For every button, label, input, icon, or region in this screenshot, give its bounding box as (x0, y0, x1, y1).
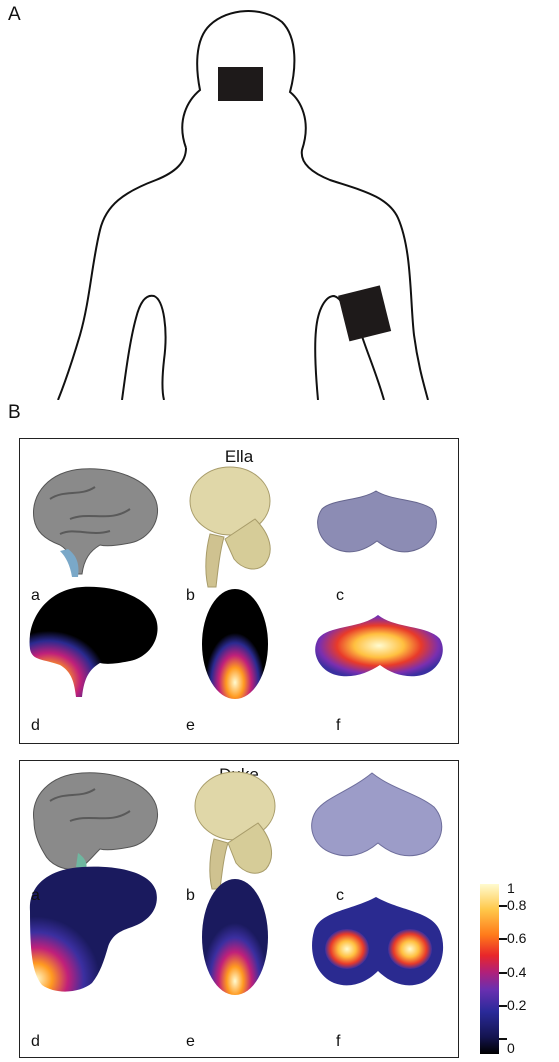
brain-render-icon (33, 773, 157, 870)
cerebellum-render-icon (318, 491, 437, 552)
sub-label-e: e (186, 1033, 195, 1051)
cerebellum-render-icon (312, 773, 442, 856)
sub-label-d: d (31, 717, 40, 735)
colorbar-tick (499, 905, 507, 907)
colorbar-label: 0 (507, 1040, 515, 1056)
sub-label-b: b (186, 587, 195, 605)
colorbar (480, 884, 499, 1054)
sub-label-a: a (31, 587, 40, 605)
colorbar-label: 1 (507, 880, 515, 896)
panel-label-b: B (8, 402, 21, 424)
colorbar-tick (499, 1005, 507, 1007)
sub-label-e: e (186, 717, 195, 735)
brain-heatmap (30, 587, 158, 697)
colorbar-label: 0.6 (507, 930, 526, 946)
subject-box-ella: Ella (19, 438, 459, 744)
sub-label-d: d (31, 1033, 40, 1051)
colorbar-label: 0.8 (507, 897, 526, 913)
brain-render-icon (33, 469, 157, 577)
skull-render-icon (190, 467, 270, 587)
sub-label-f: f (336, 1033, 340, 1051)
body-outline-figure (0, 0, 559, 400)
colorbar-label: 0.2 (507, 997, 526, 1013)
arm-electrode (338, 285, 391, 341)
top-view-heatmap (202, 879, 268, 995)
colorbar-tick (499, 938, 507, 940)
sub-label-c: c (336, 887, 344, 905)
sub-label-c: c (336, 587, 344, 605)
colorbar-tick (499, 1038, 507, 1040)
neck-electrode (218, 67, 263, 101)
duke-images (20, 761, 457, 1056)
colorbar-tick (499, 972, 507, 974)
skull-render-icon (195, 772, 275, 889)
cerebellum-heatmap (315, 615, 443, 676)
sub-label-a: a (31, 887, 40, 905)
cerebellum-heatmap (312, 897, 443, 985)
ella-images (20, 439, 457, 742)
brain-heatmap (30, 867, 157, 992)
top-view-heatmap (202, 589, 268, 699)
sub-label-f: f (336, 717, 340, 735)
subject-box-duke: Duke (19, 760, 459, 1058)
body-outline-left (58, 148, 186, 400)
colorbar-label: 0.4 (507, 964, 526, 980)
sub-label-b: b (186, 887, 195, 905)
